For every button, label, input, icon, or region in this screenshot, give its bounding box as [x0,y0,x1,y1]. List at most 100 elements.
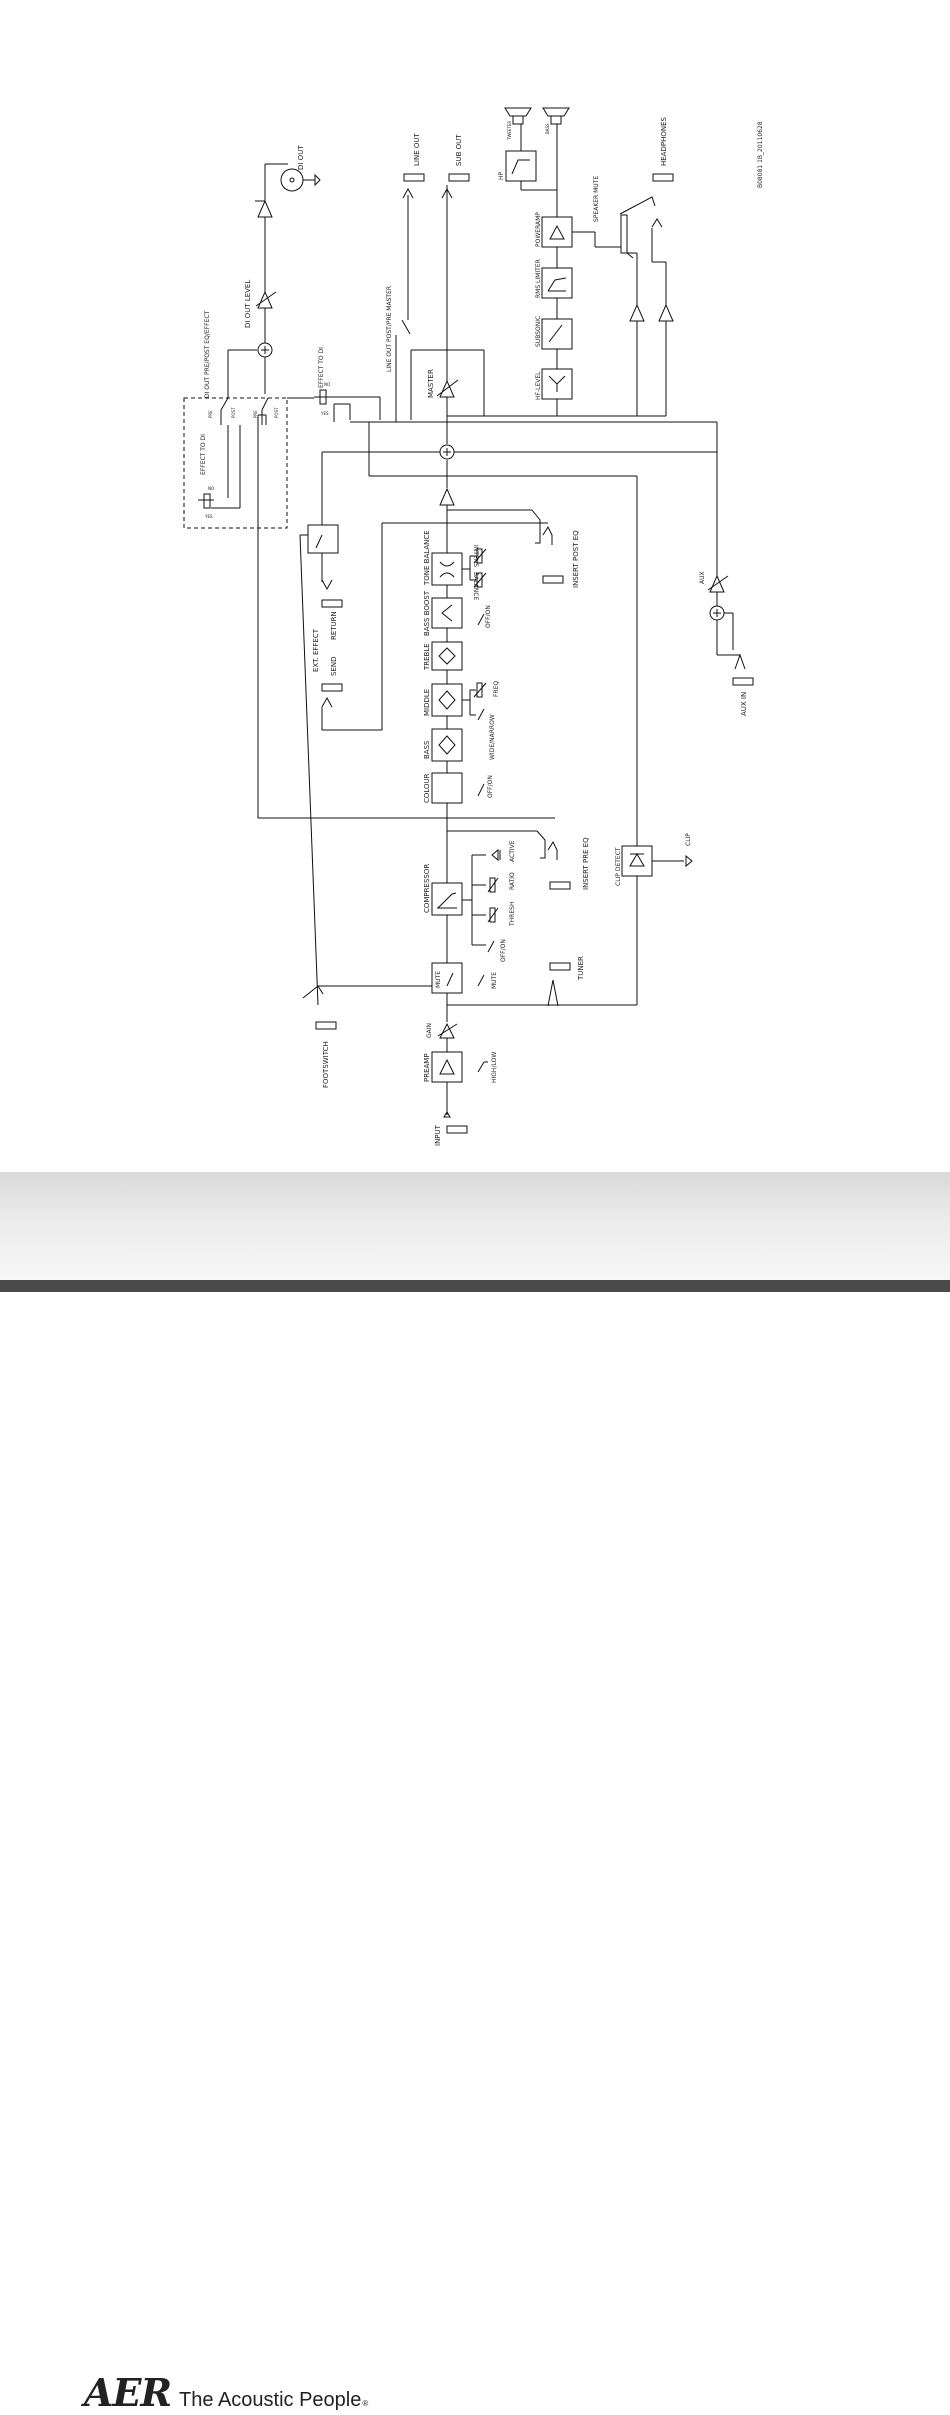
tuner-label: TUNER [577,956,585,981]
routing-lines [350,421,718,576]
rms-limiter-label: RMS LIMITER [535,259,542,298]
insert-post-eq-label: INSERT POST EQ [572,530,580,588]
balance-label: BALANCE [472,572,479,600]
compressor-label: COMPRESSOR [423,864,431,913]
sub-out-jack: SUB OUT [441,134,470,199]
insert-pre-eq-jack: INSERT PRE EQ [447,817,590,890]
return-label: RETURN [330,611,338,640]
gain-label: GAIN [426,1023,433,1038]
bass-speaker: BASS [542,107,570,134]
line-out-label: LINE OUT [413,133,421,166]
input-jack: INPUT [434,1111,468,1146]
treble-block: TREBLE [423,641,463,671]
colour-offon-label: OFF/ON [487,775,494,798]
headphones-jack: HEADPHONES [557,116,674,417]
master-control: MASTER [410,349,485,420]
clip-detect-label: CLIP DETECT [615,847,622,886]
tweeter-label: TWEETER [507,121,512,141]
registered-mark: ® [362,2399,369,2408]
tweeter-speaker: TWEETER [504,107,532,141]
send-label: SEND [330,657,338,677]
thresh-label: THRESH [509,902,516,927]
tone-balance-label: TONE BALANCE [423,530,431,586]
post-label-2: POST [274,407,279,418]
bass-boost-label: BASS BOOST [423,590,431,636]
pre-label-2: PRE [253,410,258,418]
preamp-label: PREAMP [423,1053,431,1082]
widenarrow-label: WIDE/NARROW [489,714,496,760]
input-label: INPUT [434,1124,442,1146]
no-label-1: NO [208,486,214,491]
ratio-label: RATIO [509,872,516,890]
gain-control: GAIN [426,1022,458,1039]
pre-label-1: PRE [208,410,213,418]
insert-post-eq-jack: INSERT POST EQ [382,509,580,588]
line-out-postpre-label: LINE OUT POST/PRE MASTER [386,286,393,372]
hf-level-label: HF-LEVEL [535,371,542,400]
aux-label: AUX [699,571,706,584]
middle-block: MIDDLE FREQ WIDE/NARROW [423,681,500,760]
freq-label: FREQ [493,681,500,697]
doc-code: B08081 1B_20110628 [757,121,764,188]
line-out-jack: LINE OUT [402,133,425,199]
di-output-chain: DI OUT LEVEL DI OUT [244,145,321,358]
brand-mark: AER [84,2370,172,2415]
bass-speaker-label: BASS [545,123,550,134]
mute-block: MUTE MUTE [431,962,498,994]
effect-to-di-2-label: EFFECT TO DI [318,347,325,388]
clip-label: CLIP [685,833,692,846]
di-level-label: DI OUT LEVEL [244,280,252,328]
footer-band: AER The Acoustic People ® [0,1172,950,2415]
subsonic-label: SUBSONIC [535,316,542,347]
preamp-block: PREAMP HIGH/LOW [423,1051,498,1083]
di-prepost-switches: PRE POST PRE POST DI OUT PRE/POST EQ/EFF… [204,310,279,425]
bass-boost-block: BASS BOOST OFF/ON [423,590,492,636]
clip-detect-block: CLIP DETECT CLIP [615,476,693,1005]
comp-offon-label: OFF/ON [500,939,507,962]
tone-balance-block: TONE BALANCE INTENS BALANCE [423,530,487,600]
bass-block: BASS [423,728,463,762]
mute-switch-label: MUTE [491,972,498,989]
power-amp-chain: HF-LEVEL SUBSONIC RMS LIMITER POWERAMP H… [484,118,573,417]
bassboost-offon-label: OFF/ON [485,605,492,628]
treble-label: TREBLE [423,643,431,671]
footswitch-label: FOOTSWITCH [322,1041,330,1088]
brand-tagline: The Acoustic People [179,2389,362,2411]
colour-block: COLOUR OFF/ON [423,772,494,804]
ext-effect-label: EXT. EFFECT [312,628,320,672]
di-out-label: DI OUT [297,145,305,170]
mute-block-label: MUTE [435,971,442,988]
speaker-mute-switch: SPEAKER MUTE [572,176,637,259]
no-label-2: NO [324,382,330,387]
headphones-label: HEADPHONES [660,116,668,166]
effect-to-di-1-label: EFFECT TO DI [200,434,207,475]
middle-label: MIDDLE [423,689,431,716]
sub-out-label: SUB OUT [455,134,463,166]
effect-to-di-switch-2: EFFECT TO DI NO YES [258,347,381,425]
bass-label: BASS [423,740,431,759]
speaker-mute-label: SPEAKER MUTE [593,176,600,222]
line-out-switch: LINE OUT POST/PRE MASTER [386,195,411,422]
insert-pre-eq-label: INSERT PRE EQ [582,837,590,890]
yes-label-1: YES [204,514,213,519]
footswitch-jack: FOOTSWITCH [299,534,432,1088]
effect-to-di-switch-1: EFFECT TO DI NO YES [183,397,288,529]
di-out-prepost-label: DI OUT PRE/POST EQ/EFFECT [204,310,211,398]
yes-label-2: YES [320,411,329,416]
intens-label: INTENS [472,545,479,567]
high-low-label: HIGH/LOW [491,1052,498,1083]
ext-effect-loop: EXT. EFFECT SEND RETURN [257,415,447,819]
tuner-jack: TUNER [447,956,637,1007]
aux-input: AUX AUX IN [699,571,754,716]
poweramp-label: POWERAMP [535,212,542,247]
hp-label: HP [498,171,505,180]
aux-in-label: AUX IN [740,692,748,716]
post-eq-buffer [439,487,455,506]
footer-bar [0,1280,950,1292]
colour-label: COLOUR [423,773,431,803]
active-label: ACTIVE [509,840,516,862]
compressor-block: COMPRESSOR ACTIVE RATIO THRESH OFF/ON [423,840,516,962]
master-label: MASTER [427,369,435,398]
aer-logo: AER The Acoustic People ® [84,2370,368,2415]
summing-node [321,444,717,582]
